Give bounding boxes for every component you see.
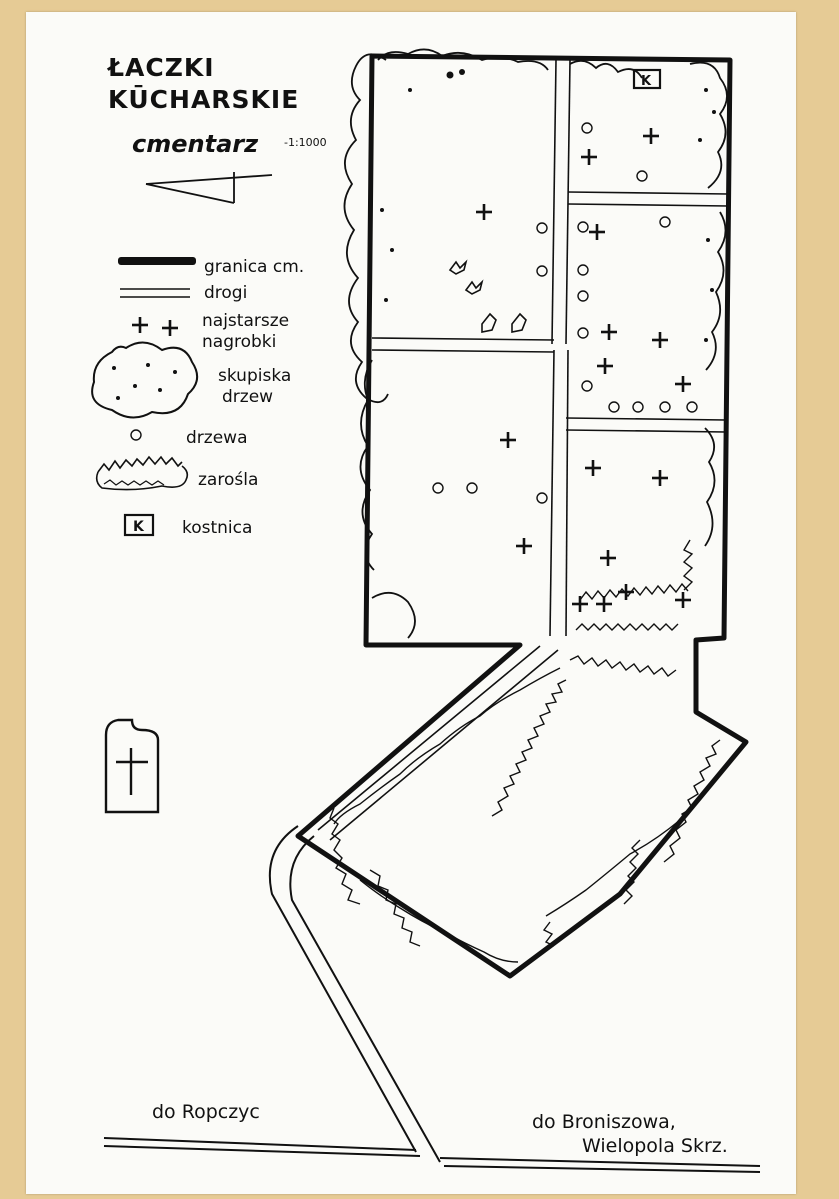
road-label-right-2: Wielopola Skrz.	[582, 1135, 728, 1157]
ossuary-icon: K	[632, 68, 662, 90]
title-line1: ŁACZKI	[106, 53, 215, 82]
legend-graves-label-1: najstarsze	[202, 311, 289, 331]
cemetery-boundary	[295, 53, 749, 979]
legend-boundary-symbol	[118, 257, 196, 265]
legend-tree-groups-label-1: skupiska	[218, 366, 291, 386]
tree-group-icon	[91, 341, 199, 419]
legend-tree-label: drzewa	[186, 428, 247, 448]
shrub-icon	[448, 259, 527, 333]
legend-tree-groups-label-2: drzew	[222, 387, 273, 407]
map-sheet	[26, 12, 796, 1194]
tree-icon	[432, 122, 698, 504]
cross-icon	[474, 126, 693, 614]
legend-thicket-label: zarośla	[198, 470, 258, 490]
tree-group-dots	[380, 69, 716, 342]
legend-roads-label: drogi	[204, 283, 247, 303]
north-arrow-icon	[145, 172, 273, 204]
tree-group-icon	[343, 48, 728, 639]
road-label-right-1: do Broniszowa,	[532, 1111, 676, 1133]
roads	[103, 825, 761, 1173]
legend-ossuary-symbol: K	[133, 519, 145, 535]
map-subtitle: cmentarz	[132, 130, 259, 158]
internal-paths	[317, 59, 729, 841]
legend-ossuary-label: kostnica	[182, 518, 252, 538]
legend-road-symbol	[120, 288, 190, 298]
cross-icon	[130, 315, 180, 338]
ossuary-icon: K	[123, 513, 155, 537]
map-scale: -1:1000	[284, 136, 327, 149]
road-label-left: do Ropczyc	[152, 1101, 260, 1123]
thicket-icon	[329, 539, 721, 963]
title-line2: KŪCHARSKIE	[108, 84, 299, 114]
legend: granica cm. drogi najstarsze nagrobki	[91, 257, 304, 538]
legend-graves-label-2: nagrobki	[202, 332, 276, 352]
tree-icon	[130, 429, 142, 441]
chapel-icon	[104, 718, 160, 814]
thicket-icon	[95, 455, 189, 491]
legend-boundary-label: granica cm.	[204, 257, 304, 277]
ossuary-map-symbol: K	[641, 74, 652, 89]
